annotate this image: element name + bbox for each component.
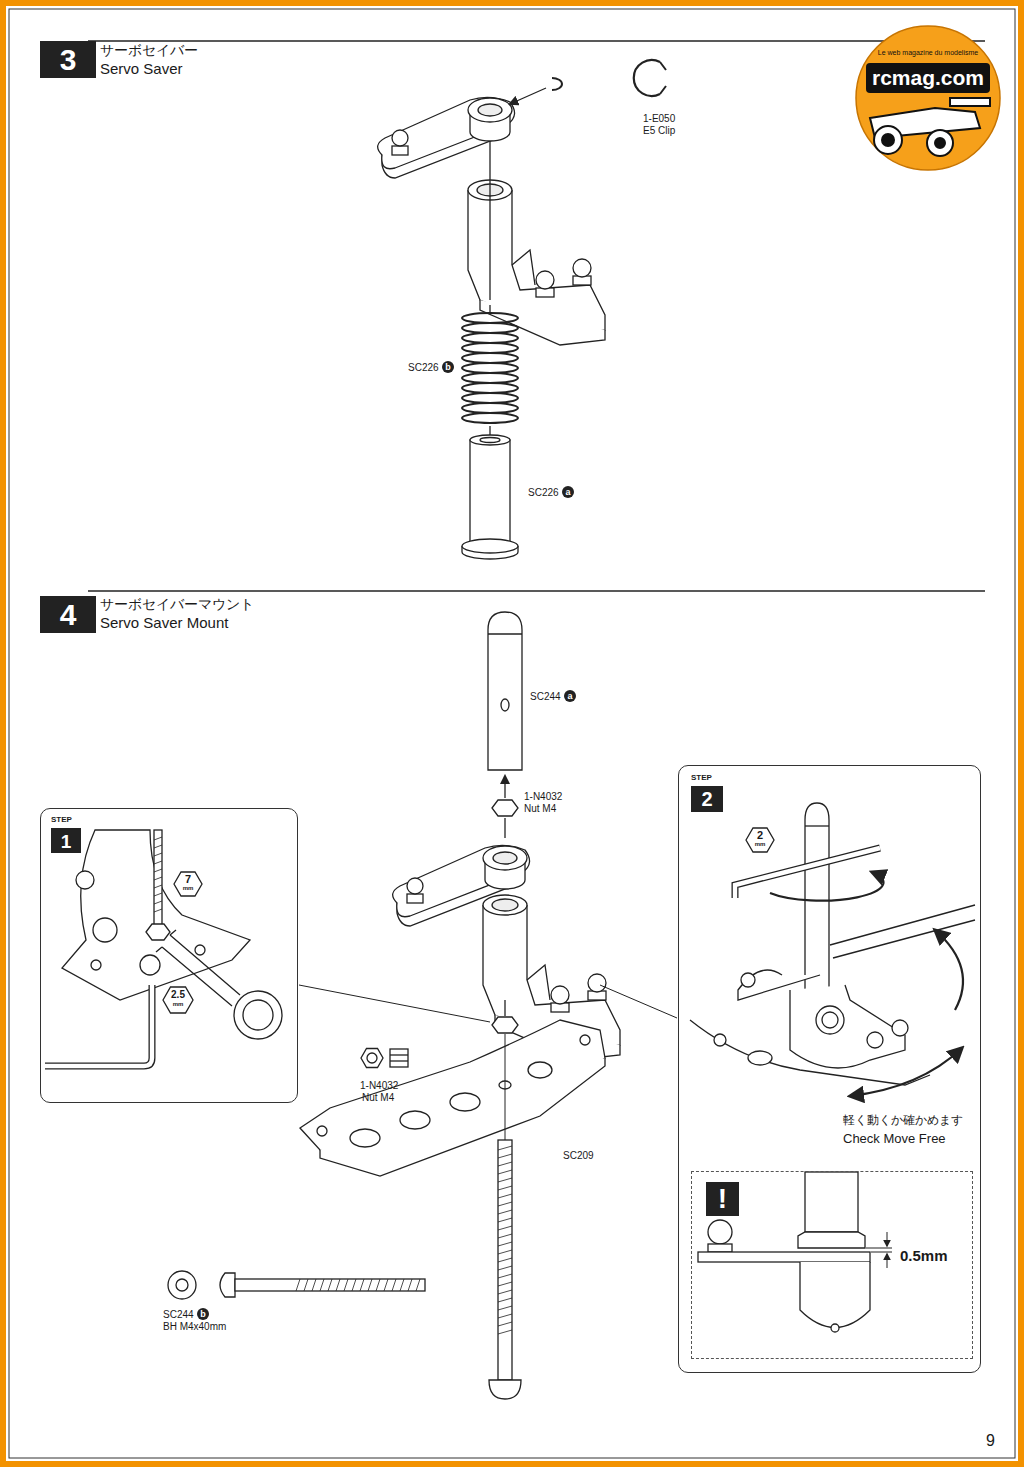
tool-unit: mm <box>183 885 194 892</box>
section-title-ja: サーボセイバー <box>100 43 198 58</box>
warning-mark-text: ! <box>706 1185 739 1213</box>
tool-unit: mm <box>755 841 766 848</box>
step-number: 4 <box>40 596 96 633</box>
tool-size: 2 <box>757 829 763 841</box>
part-letter: a <box>562 486 574 498</box>
part-letter: b <box>442 361 454 373</box>
dimension-text: 0.5mm <box>900 1248 948 1263</box>
part-number: 1-N4032 <box>524 791 562 802</box>
step-number-text: 3 <box>40 45 96 75</box>
part-letter: b <box>197 1308 209 1320</box>
part-name: E5 Clip <box>643 125 675 136</box>
part-number: SC226 <box>528 487 559 498</box>
step-caption: STEP <box>51 816 72 824</box>
part-letter: a <box>564 690 576 702</box>
part-number: SC209 <box>563 1150 594 1161</box>
tool-unit: mm <box>173 1001 184 1008</box>
part-number: 1-E050 <box>643 113 675 124</box>
substep-number: 1 <box>51 828 81 853</box>
watermark: rcmag.com <box>872 66 984 89</box>
step-number-text: 4 <box>40 600 96 630</box>
step-caption: STEP <box>691 774 712 782</box>
substep-number: 2 <box>691 786 723 812</box>
warning-mark: ! <box>706 1182 739 1216</box>
substep-number-text: 1 <box>51 831 81 850</box>
note: Check Move Free <box>843 1132 946 1146</box>
part-name: BH M4x40mm <box>163 1321 226 1332</box>
section-title-ja: サーボセイバーマウント <box>100 597 254 612</box>
warning-box: 0.5mm! <box>691 1171 973 1359</box>
part-number: 1-N4032 <box>360 1080 398 1091</box>
part-number: SC244 <box>163 1309 194 1320</box>
step-number: 3 <box>40 41 96 78</box>
part-name: Nut M4 <box>362 1092 394 1103</box>
watermark-tagline: Le web magazine du modelisme <box>878 49 978 57</box>
section-title: Servo Saver <box>100 61 183 78</box>
note-ja: 軽く動くか確かめます <box>843 1114 963 1127</box>
part-number: SC226 <box>408 362 439 373</box>
part-number: SC244 <box>530 691 561 702</box>
section-title: Servo Saver Mount <box>100 615 228 632</box>
part-name: Nut M4 <box>524 803 556 814</box>
tool-size: 2.5 <box>171 989 185 1000</box>
step-panel: STEP 2 0.5mm! <box>678 765 981 1373</box>
page-number: 9 <box>986 1432 995 1450</box>
substep-number-text: 2 <box>691 789 723 809</box>
step-panel: STEP 1 <box>40 808 298 1103</box>
tool-size: 7 <box>185 873 191 885</box>
